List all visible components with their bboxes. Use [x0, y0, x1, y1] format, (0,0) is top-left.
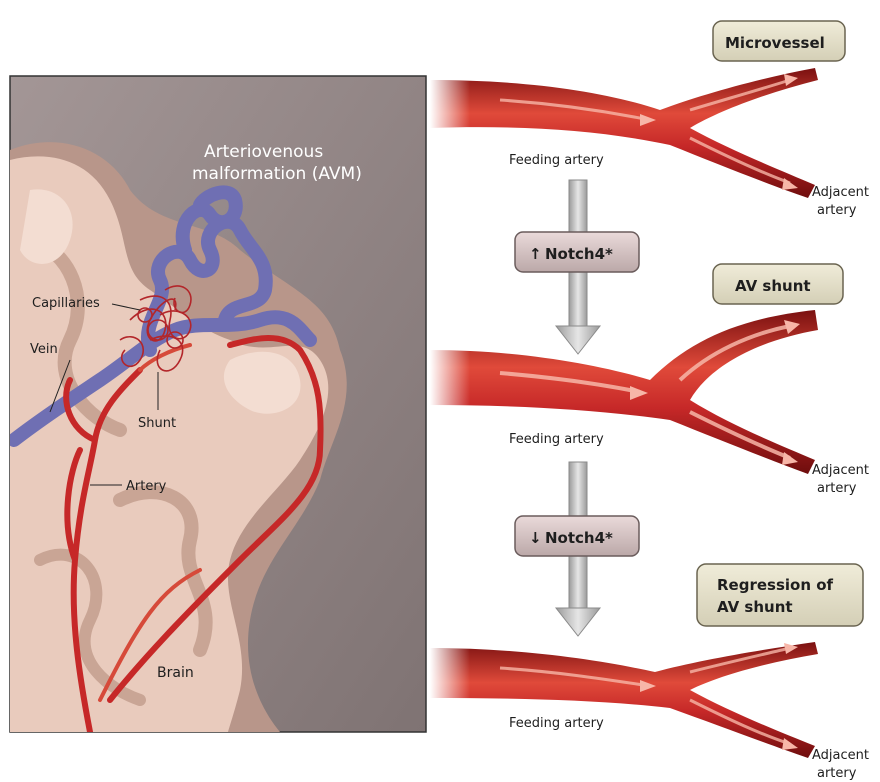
badge-regression-line2: AV shunt [717, 598, 793, 616]
adjacent-artery-label-2a: Adjacent [812, 463, 869, 478]
feeding-artery-label-1: Feeding artery [509, 153, 604, 168]
badge-av-shunt-text: AV shunt [735, 277, 811, 295]
stage-2-vessel [430, 310, 818, 474]
shunt-label: Shunt [138, 416, 176, 431]
stage-1-vessel [430, 68, 818, 198]
badge-regression: Regression of AV shunt [697, 564, 863, 626]
badge-regression-line1: Regression of [717, 576, 834, 594]
capillaries-label: Capillaries [32, 296, 100, 311]
artery-label: Artery [126, 479, 167, 494]
arrow-up-icon: ↑ [529, 245, 542, 263]
feeding-artery-label-2: Feeding artery [509, 432, 604, 447]
arrow-down-icon: ↓ [529, 529, 542, 547]
adjacent-artery-label-3b: artery [817, 766, 857, 781]
notch4-down-label: Notch4* [545, 529, 613, 547]
adjacent-artery-label-1a: Adjacent [812, 185, 869, 200]
adjacent-artery-label-2b: artery [817, 481, 857, 496]
vein-label: Vein [30, 342, 58, 357]
panel-title-line2: malformation (AVM) [192, 164, 362, 184]
notch4-up-label: Notch4* [545, 245, 613, 263]
brain-label: Brain [157, 665, 194, 681]
notch4-up-box: ↑ Notch4* [515, 232, 639, 272]
feeding-artery-label-3: Feeding artery [509, 716, 604, 731]
badge-microvessel: Microvessel [713, 21, 845, 61]
notch4-down-box: ↓ Notch4* [515, 516, 639, 556]
badge-av-shunt: AV shunt [713, 264, 843, 304]
panel-title-line1: Arteriovenous [204, 142, 323, 162]
adjacent-artery-label-3a: Adjacent [812, 748, 869, 763]
adjacent-artery-label-1b: artery [817, 203, 857, 218]
badge-microvessel-text: Microvessel [725, 34, 825, 52]
stage-3-vessel [430, 642, 818, 758]
avm-panel: Arteriovenous malformation (AVM) Capilla… [10, 76, 426, 732]
